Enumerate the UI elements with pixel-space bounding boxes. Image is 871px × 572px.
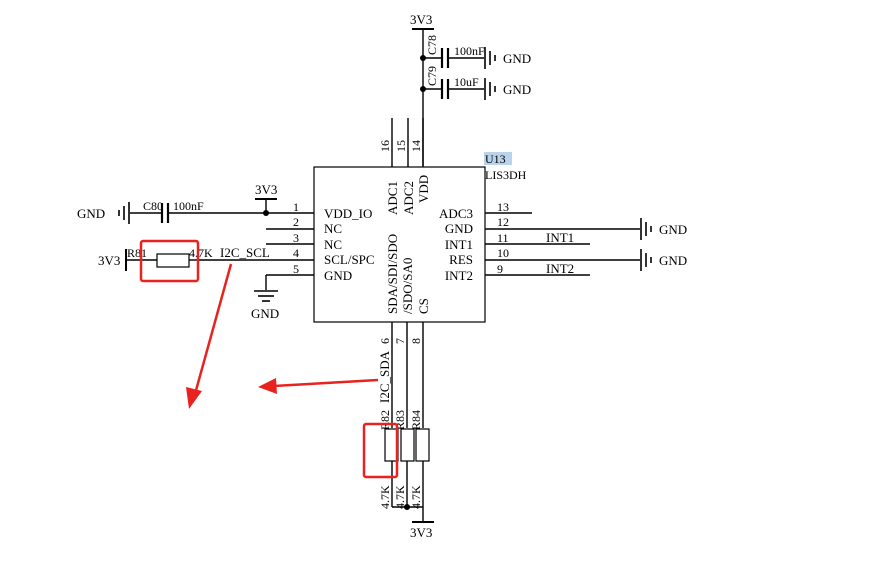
gnd-label-pin5: GND — [251, 306, 279, 321]
gnd-symbol-c79 — [484, 78, 496, 100]
pin-cs-name: CS — [416, 298, 431, 314]
net-i2c-scl-label: I2C_SCL — [220, 245, 270, 260]
pin-adc3-name: ADC3 — [439, 206, 473, 221]
pin-adc2-name: ADC2 — [401, 181, 416, 215]
c79-value: 10uF — [454, 75, 479, 89]
r81-value: 4.7K — [189, 246, 213, 260]
capacitor-c78[interactable] — [423, 48, 484, 68]
pin-vddio-name: VDD_IO — [324, 206, 372, 221]
pin-4-num: 4 — [293, 246, 299, 260]
pin-5-num: 5 — [293, 262, 299, 276]
pin-12-num: 12 — [497, 215, 509, 229]
net-int2-label: INT2 — [546, 261, 574, 276]
r81-ref: R81 — [127, 246, 147, 260]
u13-ref: U13 — [485, 152, 506, 166]
label-3v3-top: 3V3 — [410, 12, 432, 27]
gnd-symbol-pin12 — [640, 218, 652, 240]
u13-part: LIS3DH — [485, 168, 527, 182]
pin-2-num: 2 — [293, 215, 299, 229]
pin-15-num: 15 — [394, 140, 408, 152]
pin-8-num: 8 — [409, 338, 423, 344]
pin-gnd-right-name: GND — [445, 221, 473, 236]
c80-ref: C80 — [143, 199, 163, 213]
c79-ref: C79 — [425, 66, 439, 86]
gnd-symbol-pin5 — [254, 275, 278, 302]
gnd-label-c78: GND — [503, 51, 531, 66]
gnd-label-pin10: GND — [659, 253, 687, 268]
resistor-r83[interactable] — [400, 428, 415, 462]
label-3v3-r81: 3V3 — [98, 253, 120, 268]
pin-int1-name: INT1 — [445, 237, 473, 252]
net-int1-label: INT1 — [546, 230, 574, 245]
capacitor-c79[interactable] — [423, 79, 484, 99]
pin-adc1-name: ADC1 — [385, 181, 400, 215]
gnd-label-c79: GND — [503, 82, 531, 97]
pin-9-num: 9 — [497, 262, 503, 276]
resistor-r84[interactable] — [415, 428, 430, 462]
gnd-symbol-pin10 — [640, 249, 652, 271]
gnd-symbol-c78 — [484, 47, 496, 69]
gnd-label-pin12: GND — [659, 222, 687, 237]
c78-ref: C78 — [425, 35, 439, 55]
pin-nc2-name: NC — [324, 237, 342, 252]
u13-ref-highlight — [484, 152, 512, 165]
annotation-box-r82 — [362, 422, 399, 479]
pin-13-num: 13 — [497, 200, 509, 214]
pin-nc1-name: NC — [324, 221, 342, 236]
r82-value: 4.7K — [378, 485, 392, 509]
pin-3-num: 3 — [293, 231, 299, 245]
r82-ref: R82 — [378, 410, 392, 430]
pin-sda-name: SDA/SDI/SDO — [385, 234, 400, 314]
pin-16-num: 16 — [378, 140, 392, 152]
label-3v3-bottom: 3V3 — [410, 525, 432, 540]
gnd-symbol-c80 — [118, 202, 130, 224]
capacitor-c80[interactable] — [130, 203, 266, 223]
c80-value: 100nF — [173, 199, 204, 213]
gnd-label-c80: GND — [77, 206, 105, 221]
bottom-pin-wires — [391, 322, 424, 428]
pin-sdo-name: /SDO/SA0 — [400, 258, 415, 314]
pin-res-name: RES — [449, 252, 473, 267]
junction-bottom — [404, 504, 410, 510]
net-i2c-sda-label: I2C_SDA — [377, 350, 392, 403]
pin-14-num: 14 — [409, 140, 423, 152]
r83-ref: R83 — [393, 410, 407, 430]
r84-value: 4.7K — [409, 485, 423, 509]
annotation-arrow-sda — [258, 378, 379, 394]
c78-value: 100nF — [454, 44, 485, 58]
pin-int2-name: INT2 — [445, 268, 473, 283]
pin-10-num: 10 — [497, 246, 509, 260]
right-pin-wires — [485, 212, 640, 276]
pin-scl-name: SCL/SPC — [324, 252, 375, 267]
pin-7-num: 7 — [393, 338, 407, 344]
pin-6-num: 6 — [378, 338, 392, 344]
pin-1-num: 1 — [293, 200, 299, 214]
pin-gnd-left-name: GND — [324, 268, 352, 283]
r83-value: 4.7K — [393, 485, 407, 509]
top-pin-wires — [391, 118, 424, 167]
label-3v3-c80: 3V3 — [255, 182, 277, 197]
left-pin-wires — [199, 212, 314, 276]
pin-11-num: 11 — [497, 231, 509, 245]
annotation-box-r81 — [139, 239, 200, 283]
annotation-arrow-scl — [186, 263, 233, 409]
pin-vdd-name: VDD — [416, 175, 431, 203]
r84-ref: R84 — [409, 410, 423, 430]
